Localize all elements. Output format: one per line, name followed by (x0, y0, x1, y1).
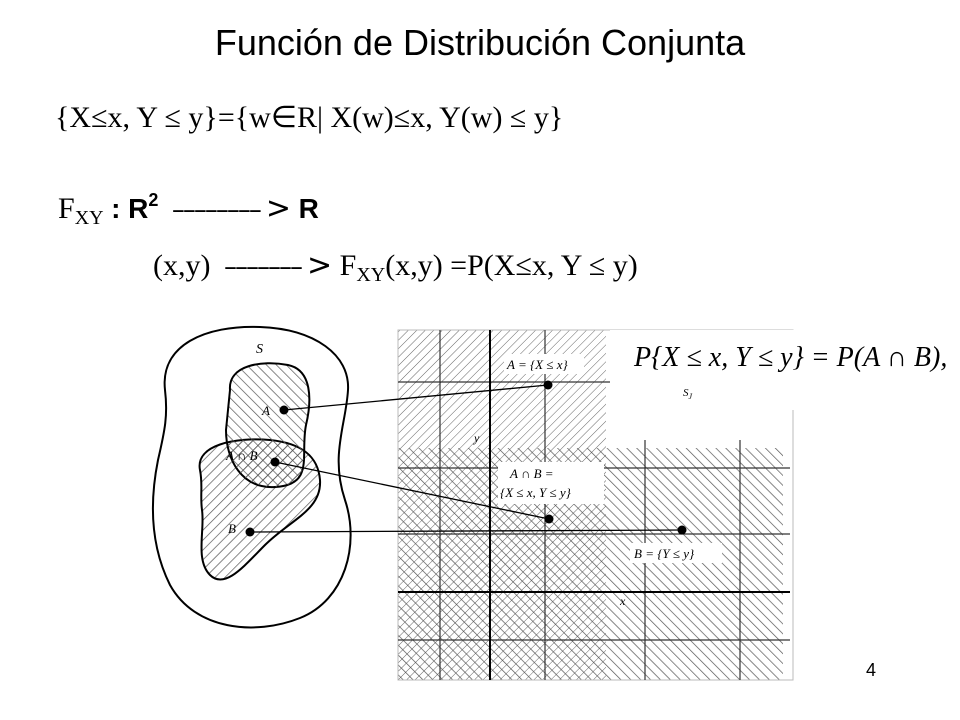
mapping-points (245, 380, 687, 537)
axis-y-label: y (473, 431, 480, 445)
label-a: A (261, 403, 270, 418)
mapping-arrow-head: > (265, 191, 292, 226)
label-sj-main: S (683, 387, 689, 399)
function-name: F (58, 192, 75, 225)
mapping-argument: (x,y) (153, 249, 211, 282)
rule-expression: (x,y) =P(X≤x, Y ≤ y) (385, 249, 638, 282)
box-a-bg (504, 354, 584, 374)
page-number: 4 (866, 660, 877, 680)
mapping-definition: FXY : R2 ––––––––> R (58, 190, 319, 230)
mapping-rule: (x,y) –––––––> FXY(x,y) =P(X≤x, Y ≤ y) (153, 248, 638, 287)
label-sj-sub: J (689, 392, 693, 401)
box-a-label: A = {X ≤ x} (506, 357, 569, 372)
label-s: S (256, 342, 263, 357)
function-subscript: XY (74, 207, 104, 229)
label-b: B (228, 521, 236, 536)
rule-function-subscript: XY (356, 264, 386, 286)
rule-function-name: F (339, 249, 357, 282)
mapping-rule-arrow: ––––––– (223, 252, 303, 282)
event-definition: {X≤x, Y ≤ y}={w∈R| X(w)≤x, Y(w) ≤ y} (55, 101, 564, 134)
formula-bg (610, 330, 960, 410)
codomain: R (298, 193, 319, 224)
region-plane-border (397, 329, 794, 681)
box-ab-label-line1: A ∩ B = (509, 466, 554, 481)
mapping-lines (249, 384, 683, 533)
domain-exponent: 2 (148, 190, 159, 210)
box-ab-label-line2: {X ≤ x, Y ≤ y} (500, 485, 572, 500)
formula-text: P{X ≤ x, Y ≤ y} = P(A ∩ B), (633, 342, 947, 373)
label-a-intersect-b: A ∩ B (225, 448, 258, 463)
mapping-arrow: –––––––– (171, 195, 262, 225)
label-sj: SJ (683, 387, 693, 401)
slide-title: Función de Distribución Conjunta (214, 22, 746, 63)
box-b-label: B = {Y ≤ y} (634, 546, 695, 561)
box-ab-bg (498, 462, 604, 504)
box-b-bg (630, 543, 722, 563)
axis-x-label: x (619, 594, 626, 608)
domain: : R2 (111, 190, 159, 224)
mapping-rule-arrow-head: > (306, 248, 333, 283)
domain-prefix: : R (111, 193, 149, 224)
